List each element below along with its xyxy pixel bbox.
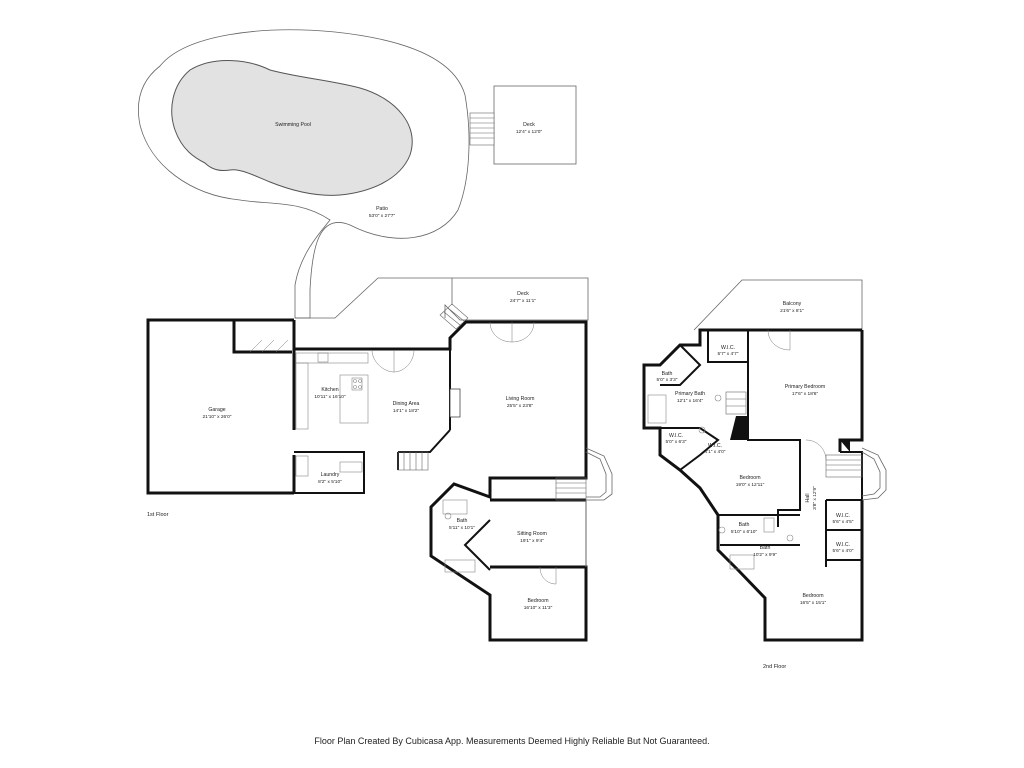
first-floor-walls bbox=[294, 320, 588, 642]
upper-deck-label: Deck bbox=[523, 122, 535, 128]
laundry-dim: 8'2" x 5'10" bbox=[318, 479, 342, 485]
rear-deck-dim: 24'7" x 11'1" bbox=[510, 298, 536, 304]
bath-dim: 5'11" x 10'1" bbox=[449, 525, 475, 531]
kitchen: Kitchen 10'11" x 16'10" bbox=[295, 352, 369, 430]
first-floor-stairs bbox=[397, 451, 587, 501]
balcony-label: Balcony bbox=[783, 301, 802, 307]
sitting-label: Sitting Room bbox=[517, 531, 547, 537]
dining-label: Dining Area bbox=[393, 401, 420, 407]
wic-r1-label: W.I.C. bbox=[836, 513, 850, 519]
laundry: Laundry 8'2" x 5'10" bbox=[294, 451, 365, 494]
outdoor-area: Swimming Pool Patio 53'0" x 27'7" Deck 1… bbox=[138, 29, 577, 319]
laundry-label: Laundry bbox=[321, 472, 340, 478]
primary-bedroom-label: Primary Bedroom bbox=[785, 384, 825, 390]
wic-top-label: W.I.C. bbox=[721, 345, 735, 351]
living-room: Living Room 25'5" x 23'8" bbox=[489, 321, 535, 409]
kitchen-dim: 10'11" x 16'10" bbox=[314, 394, 346, 400]
garage: Garage 21'10" x 26'0" bbox=[146, 318, 296, 495]
fireplace bbox=[449, 388, 461, 418]
garage-label: Garage bbox=[208, 407, 225, 413]
bath-small-dim: 5'0" x 3'3" bbox=[657, 377, 678, 383]
dining-dim: 14'1" x 18'2" bbox=[393, 408, 420, 414]
balcony-dim: 21'6" x 8'1" bbox=[780, 308, 804, 314]
second-floor-stairs bbox=[725, 391, 863, 478]
wic-r2-label: W.I.C. bbox=[836, 542, 850, 548]
living-label: Living Room bbox=[506, 396, 535, 402]
bath-a-label: Bath bbox=[739, 522, 750, 528]
bath-label: Bath bbox=[457, 518, 468, 524]
rear-deck-outline bbox=[295, 277, 589, 321]
first-floor: Deck 24'7" x 11'1" Garage 21'10" x 26'0" bbox=[146, 277, 613, 642]
wic-r2-dim: 5'6" x 4'0" bbox=[833, 548, 854, 554]
upper-deck-dim: 12'4" x 12'0" bbox=[516, 129, 543, 135]
rear-deck-label: Deck bbox=[517, 291, 529, 297]
first-floor-bath: Bath 5'11" x 10'1" bbox=[442, 499, 476, 573]
primary-bath-dim: 12'1" x 16'4" bbox=[677, 398, 704, 404]
patio-outline bbox=[138, 29, 470, 319]
chimney-block bbox=[730, 416, 748, 440]
wic-mid-dim: 4'1" x 4'0" bbox=[705, 449, 726, 455]
living-dim: 25'5" x 23'8" bbox=[507, 403, 534, 409]
sitting-dim: 19'1" x 9'4" bbox=[520, 538, 544, 544]
bath-a-dim: 5'10" x 6'10" bbox=[731, 529, 758, 535]
second-floor: Balcony 21'6" x 8'1" bbox=[642, 279, 887, 670]
footer-note: Floor Plan Created By Cubicasa App. Meas… bbox=[314, 736, 710, 746]
primary-bedroom-dim: 17'6" x 18'6" bbox=[792, 391, 819, 397]
pool-outline bbox=[171, 60, 413, 196]
bath-small-label: Bath bbox=[662, 371, 673, 377]
patio-dim: 53'0" x 27'7" bbox=[369, 213, 396, 219]
wic-top-dim: 5'7" x 4'7" bbox=[718, 351, 739, 357]
balcony-outline bbox=[693, 279, 863, 331]
bedroom-mid-label: Bedroom bbox=[739, 475, 760, 481]
bedroom-low-dim: 16'5" x 15'1" bbox=[800, 600, 827, 606]
kitchen-label: Kitchen bbox=[321, 387, 338, 393]
primary-bath-label: Primary Bath bbox=[675, 391, 705, 397]
bedroom-low-label: Bedroom bbox=[802, 593, 823, 599]
bedroom-mid-dim: 19'0" x 12'11" bbox=[736, 482, 765, 488]
bedroom-dim: 16'10" x 11'3" bbox=[524, 605, 553, 611]
hall-label: Hall bbox=[805, 494, 811, 503]
bath-b-dim: 10'2" x 9'9" bbox=[753, 552, 777, 558]
wic-left-label: W.I.C. bbox=[669, 433, 683, 439]
wic-r1-dim: 5'6" x 4'5" bbox=[833, 519, 854, 525]
bedroom-label: Bedroom bbox=[527, 598, 548, 604]
first-floor-label: 1st Floor bbox=[147, 512, 169, 518]
second-floor-label: 2nd Floor bbox=[763, 664, 786, 670]
upper-deck-stairs bbox=[469, 112, 495, 146]
dining-area: Dining Area 14'1" x 18'2" bbox=[371, 349, 420, 414]
garage-dim: 21'10" x 26'0" bbox=[203, 414, 232, 420]
pool-label: Swimming Pool bbox=[275, 122, 311, 128]
wic-left-dim: 5'0" x 6'3" bbox=[666, 439, 687, 445]
wic-mid-label: W.I.C. bbox=[708, 443, 722, 449]
hall-text: Hall 3'8" x 12'9" bbox=[805, 486, 818, 510]
upper-deck bbox=[493, 85, 577, 165]
bath-b-label: Bath bbox=[760, 545, 771, 551]
patio-label: Patio bbox=[376, 206, 388, 212]
hall-dim: 3'8" x 12'9" bbox=[812, 486, 818, 510]
